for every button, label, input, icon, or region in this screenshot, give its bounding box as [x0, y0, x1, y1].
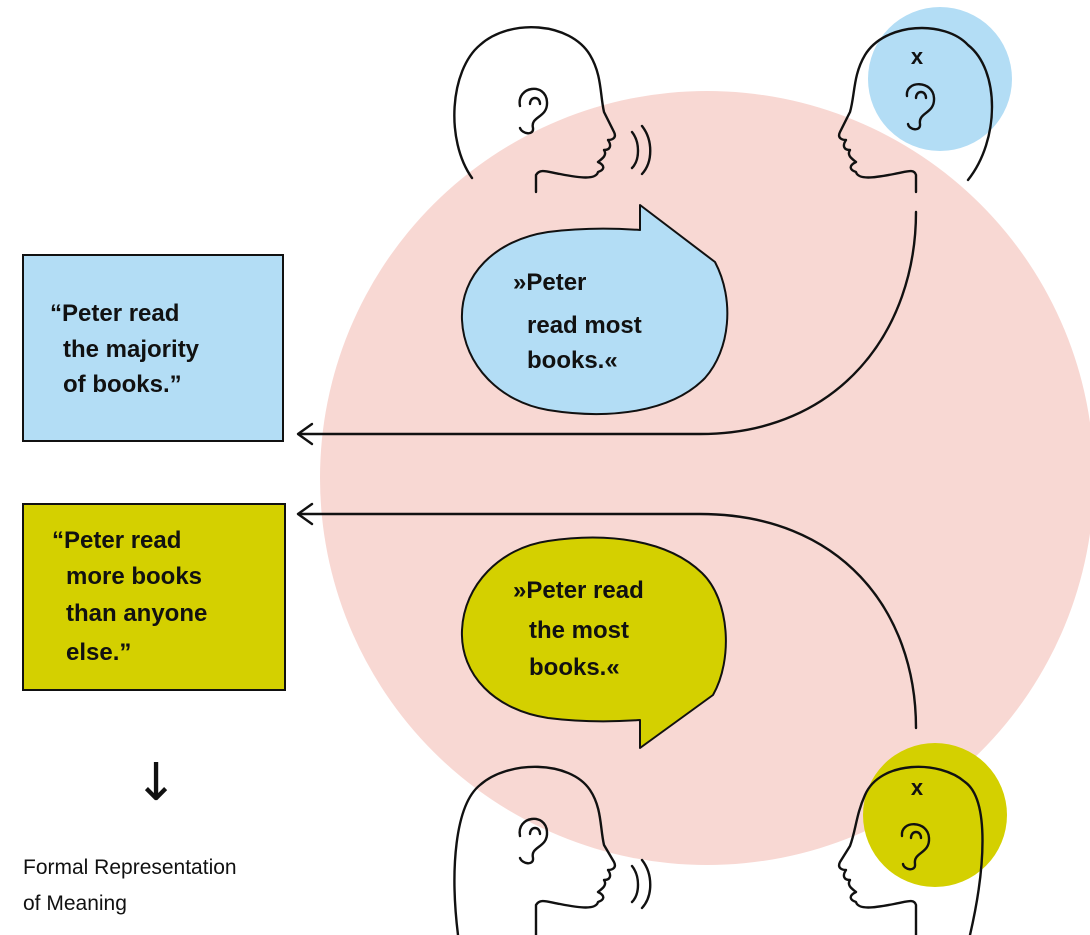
listener-top-mark: x: [911, 44, 924, 69]
top-bubble-line-3: books.«: [527, 347, 618, 374]
speaker-head-icon-bottom: [453, 765, 652, 935]
interpretation-box-top: “Peter read the majority of books.”: [22, 254, 284, 442]
top-bubble-line-1: »Peter: [513, 269, 586, 296]
top-bubble-line-2: read most: [527, 312, 642, 339]
context-circle: [320, 91, 1090, 865]
top-box-line-2: the majority: [63, 336, 200, 363]
caption-line-1: Formal Representation: [23, 856, 237, 879]
arrow-left-icon-top: [296, 210, 918, 446]
sound-waves-icon: [630, 858, 652, 910]
bottom-box-line-3: than anyone: [66, 600, 207, 627]
bottom-box-line-1: “Peter read: [52, 527, 181, 554]
top-box-line-1: “Peter read: [50, 300, 179, 327]
arrow-left-icon-bottom: [296, 502, 918, 730]
speaker-head-icon-top: [453, 26, 652, 194]
ear-icon: [518, 87, 549, 135]
listener-bottom-highlight: [863, 743, 1007, 887]
ear-icon: [518, 817, 549, 865]
listener-top-highlight: [868, 7, 1012, 151]
sound-waves-icon: [630, 124, 652, 176]
listener-bottom-mark: x: [911, 775, 924, 800]
speech-bubble-icon-top: »Peter read most books.«: [460, 204, 729, 415]
bottom-box-line-4: else.”: [66, 639, 131, 666]
bottom-bubble-line-3: books.«: [529, 654, 620, 681]
bottom-bubble-line-1: »Peter read: [513, 577, 644, 604]
bottom-bubble-line-2: the most: [529, 617, 629, 644]
bottom-box-line-2: more books: [66, 563, 202, 590]
top-box-line-3: of books.”: [63, 371, 182, 398]
speech-bubble-icon-bottom: »Peter read the most books.«: [460, 536, 727, 749]
ear-icon: [900, 823, 931, 871]
ear-icon: [905, 83, 936, 131]
caption-line-2: of Meaning: [23, 892, 127, 915]
listener-head-icon-bottom: x: [837, 765, 984, 935]
arrow-down-icon: ↓: [134, 753, 178, 813]
listener-head-icon-top: x: [837, 26, 994, 194]
interpretation-box-bottom: “Peter read more books than anyone else.…: [22, 503, 286, 691]
